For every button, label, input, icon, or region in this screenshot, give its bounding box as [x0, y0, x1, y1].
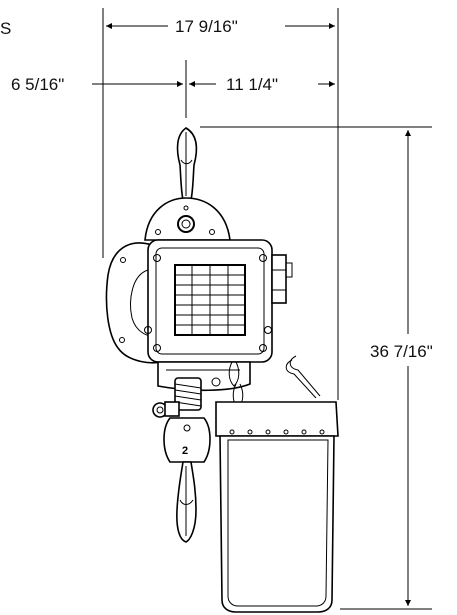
- overall-height-label: 36 7/16": [370, 342, 433, 361]
- overall-width-label: 17 9/16": [175, 17, 238, 36]
- lower-housing: [157, 361, 251, 392]
- right-offset-dimension: 11 1/4": [189, 75, 335, 94]
- overall-height-dimension: 36 7/16": [370, 130, 433, 606]
- hoist-illustration: 2: [105, 127, 339, 613]
- left-offset-dimension: 6 5/16": [11, 75, 183, 94]
- chain-container: [215, 355, 339, 613]
- hook-block-mark: 2: [182, 445, 188, 457]
- cooling-grille: [174, 264, 246, 336]
- hook-block: 2: [163, 417, 211, 463]
- spring-assembly: [152, 377, 221, 418]
- top-hook: [176, 127, 198, 201]
- bottom-hook: [176, 461, 197, 543]
- right-offset-label: 11 1/4": [226, 75, 278, 94]
- corner-label: S: [0, 19, 11, 38]
- upper-housing: [144, 197, 231, 241]
- left-offset-label: 6 5/16": [11, 75, 64, 94]
- extension-lines: [102, 8, 432, 610]
- motor-housing: [144, 239, 273, 363]
- overall-width-dimension: 17 9/16": [106, 17, 335, 36]
- connector-box: [271, 254, 287, 304]
